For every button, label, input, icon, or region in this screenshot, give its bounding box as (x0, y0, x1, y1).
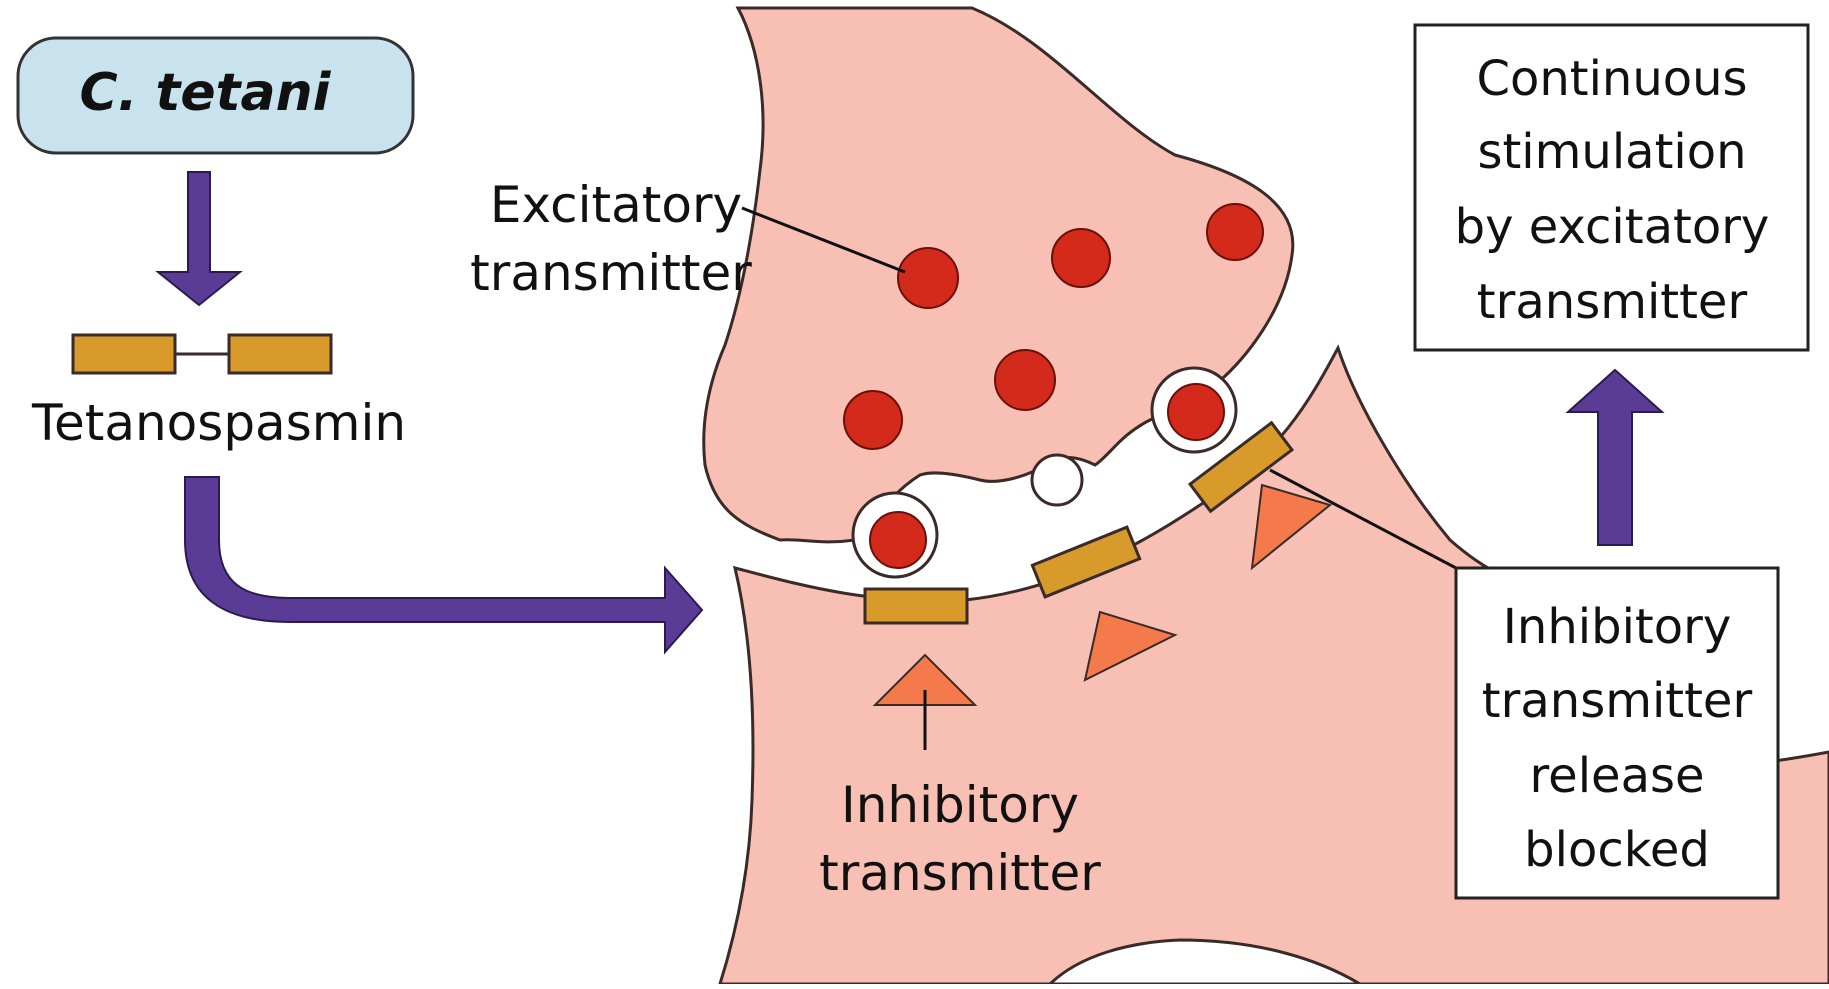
result-line2: stimulation (1477, 124, 1746, 180)
docking-pocket (1032, 455, 1082, 505)
result-line4: transmitter (1477, 274, 1748, 330)
toxin-label: Tetanospasmin (31, 394, 406, 452)
toxin-chain-left (73, 335, 175, 373)
excitatory-vesicle (870, 512, 926, 568)
presynaptic-terminal (704, 8, 1293, 542)
blocked-line1: Inhibitory (1503, 599, 1731, 655)
excitatory-vesicle (1052, 229, 1110, 287)
inhibitory-label-line2: transmitter (819, 844, 1101, 902)
excitatory-label-line1: Excitatory (490, 176, 742, 234)
excitatory-vesicle (1168, 384, 1224, 440)
excitatory-vesicle (995, 350, 1055, 410)
up-arrow-icon (1568, 370, 1662, 545)
organism-label: C. tetani (80, 63, 332, 123)
blocked-line4: blocked (1524, 822, 1710, 878)
toxin-chain-right (229, 335, 331, 373)
receptor (865, 589, 967, 623)
excitatory-label-line2: transmitter (470, 244, 752, 302)
result-line3: by excitatory (1455, 199, 1770, 255)
result-line1: Continuous (1476, 51, 1747, 107)
inhibitory-label-line1: Inhibitory (841, 776, 1079, 834)
blocked-line3: release (1529, 748, 1704, 804)
excitatory-vesicle (898, 248, 958, 308)
excitatory-vesicle (844, 391, 902, 449)
curved-arrow-icon (185, 477, 702, 652)
down-arrow-icon (158, 172, 240, 305)
excitatory-vesicle (1207, 204, 1263, 260)
blocked-line2: transmitter (1482, 673, 1753, 729)
